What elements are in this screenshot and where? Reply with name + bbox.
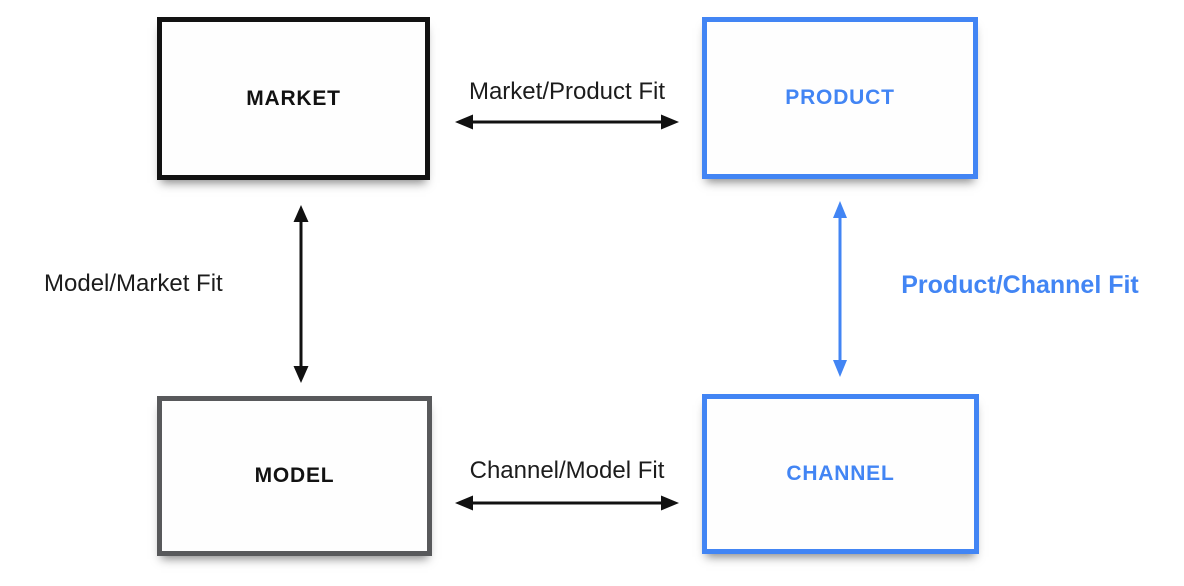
model-node-label: MODEL: [254, 464, 335, 487]
channel-node-label: CHANNEL: [786, 462, 895, 485]
channel-model-fit-label: Channel/Model Fit: [469, 457, 665, 484]
product-channel-arrow: [833, 201, 847, 377]
product-node: PRODUCT: [702, 17, 978, 179]
market-node: MARKET: [157, 17, 430, 180]
market-product-fit-label: Market/Product Fit: [468, 78, 666, 105]
market-product-arrow: [455, 114, 679, 130]
market-node-label: MARKET: [246, 86, 341, 110]
model-market-arrow: [293, 205, 309, 383]
channel-model-arrow: [455, 495, 679, 511]
channel-node: CHANNEL: [702, 394, 979, 554]
product-node-label: PRODUCT: [785, 86, 895, 109]
model-market-fit-label: Model/Market Fit: [44, 270, 223, 297]
product-channel-fit-label: Product/Channel Fit: [901, 271, 1139, 299]
model-node: MODEL: [157, 396, 432, 556]
